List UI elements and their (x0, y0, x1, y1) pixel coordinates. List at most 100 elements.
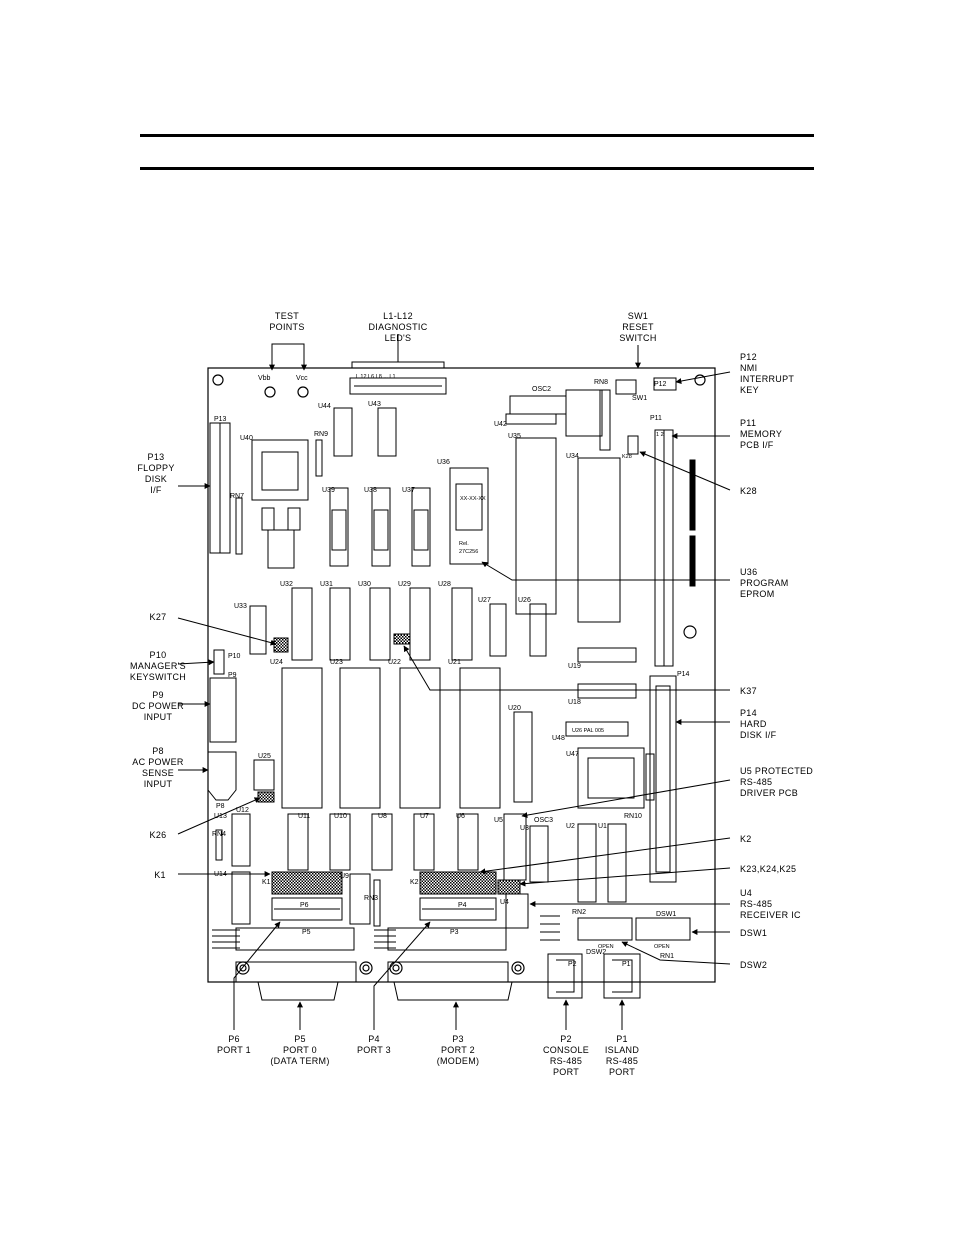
k26-jumper (257, 791, 275, 803)
callout-p11-2: MEMORY (740, 429, 782, 439)
open-label-1: OPEN (598, 944, 614, 950)
callout-p14-3: DISK I/F (740, 730, 777, 740)
callout-k1: K1 (154, 870, 166, 880)
u14-chip (231, 871, 251, 925)
u26-label: U26 (518, 597, 531, 604)
u13-chip (231, 813, 251, 867)
p4-board-label: P4 (458, 902, 467, 909)
led-bank (349, 377, 447, 395)
callout-p4-2: PORT 3 (357, 1045, 391, 1055)
u38-label: U38 (364, 487, 377, 494)
u44-chip (333, 407, 353, 457)
callout-p12-1: P12 (740, 352, 757, 362)
p13-header (209, 422, 231, 554)
u32-label: U32 (280, 581, 293, 588)
dsw1-switch (635, 917, 691, 941)
p10-connector (213, 649, 225, 675)
u4-label: U4 (500, 899, 509, 906)
u13-label: U13 (214, 813, 227, 820)
u29-chip (409, 587, 431, 661)
u23-label: U23 (330, 659, 343, 666)
leader-p12 (675, 371, 731, 384)
rn8-label: RN8 (594, 379, 608, 386)
u47-plcc (577, 747, 645, 809)
leader-k37 (403, 645, 730, 691)
callout-p10-3: KEYSWITCH (130, 672, 186, 682)
callout-p13-2: FLOPPY (137, 463, 174, 473)
u30-label: U30 (358, 581, 371, 588)
k28-jumper (627, 435, 639, 455)
callout-u5-2: RS-485 (740, 777, 772, 787)
callout-p10-2: MANAGER'S (130, 661, 186, 671)
u48-pal (565, 721, 629, 737)
p14-board-label: P14 (677, 671, 690, 678)
p5-db25 (235, 927, 357, 1001)
k1-jumper-block (271, 871, 343, 895)
leader-k2 (479, 837, 731, 875)
callout-k37: K37 (740, 686, 757, 696)
callout-p1-2: ISLAND (605, 1045, 640, 1055)
u19-chip (577, 647, 637, 663)
callout-u5-1: U5 PROTECTED (740, 766, 813, 776)
u30-chip (369, 587, 391, 661)
callout-u4-1: U4 (740, 888, 752, 898)
p4-header (419, 897, 497, 921)
u3-chip (529, 825, 549, 883)
u32-chip (291, 587, 313, 661)
open-label-2: OPEN (654, 944, 670, 950)
u47-label: U47 (566, 751, 579, 758)
u7-chip (413, 813, 435, 871)
u11-chip (287, 813, 309, 871)
callout-p11-1: P11 (740, 418, 756, 428)
p6-board-label: P6 (300, 902, 309, 909)
leader-test-points (269, 343, 307, 371)
u39-chip (329, 487, 349, 567)
p3-db25 (387, 927, 513, 1001)
leader-p4 (373, 921, 431, 1030)
k27-jumper (273, 637, 289, 653)
p11-header (654, 429, 696, 667)
p11-pin-label: 1 2 (656, 432, 664, 438)
u33-label: U33 (234, 603, 247, 610)
rn8-resistor (599, 389, 611, 451)
osc2-label: OSC2 (532, 386, 551, 393)
pin-rows-mid (374, 929, 396, 949)
rn1-label: RN1 (660, 953, 674, 960)
callout-sw1-2: RESET (622, 322, 654, 332)
k28-board-label: K28 (622, 454, 632, 460)
u10-chip (329, 813, 351, 871)
u25-chip (253, 759, 275, 791)
p10-board-label: P10 (228, 653, 241, 660)
callout-p8-1: P8 (152, 746, 164, 756)
u18-chip (577, 683, 637, 699)
u43-chip (377, 407, 397, 457)
callout-p5-2: PORT 0 (283, 1045, 317, 1055)
u2-label: U2 (566, 823, 575, 830)
leader-dsw2 (621, 941, 731, 965)
callout-diag-leds-3: LED'S (385, 333, 412, 343)
u26-chip (529, 603, 547, 657)
p1-board-label: P1 (622, 961, 631, 968)
callout-k2: K2 (740, 834, 752, 844)
pin-rows-left (212, 929, 240, 949)
u40-label: U40 (240, 435, 253, 442)
callout-p3-3: (MODEM) (437, 1056, 480, 1066)
callout-p8-2: AC POWER (132, 757, 184, 767)
vcc-label: Vcc (296, 375, 308, 382)
u42-label: U42 (494, 421, 507, 428)
callout-dsw1: DSW1 (740, 928, 767, 938)
u8-chip (371, 813, 393, 871)
callout-test-points-1: TEST (275, 311, 299, 321)
callout-sw1-1: SW1 (628, 311, 648, 321)
callout-p11-3: PCB I/F (740, 440, 774, 450)
callout-p13-1: P13 (148, 452, 165, 462)
u34-chip (577, 457, 621, 623)
u20-label: U20 (508, 705, 521, 712)
vbb-label: Vbb (258, 375, 271, 382)
callout-p1-1: P1 (616, 1034, 628, 1044)
osc3-label: OSC3 (534, 817, 553, 824)
u42-chip (505, 413, 557, 425)
callout-p8-4: INPUT (144, 779, 173, 789)
u35-label: U35 (508, 433, 521, 440)
rn3-resistor (373, 879, 381, 927)
